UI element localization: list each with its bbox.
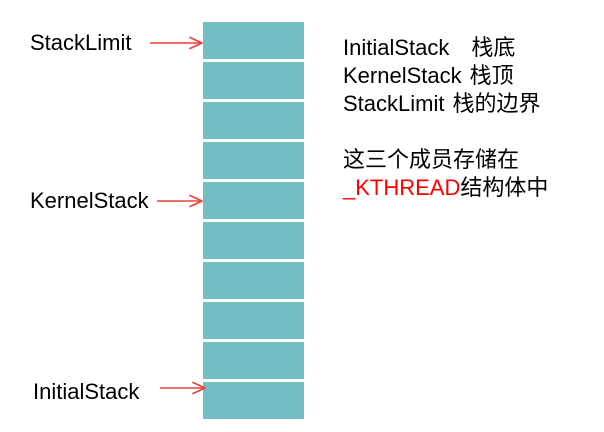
stack-block bbox=[203, 142, 304, 179]
kthread-note: 这三个成员存储在 _KTHREAD结构体中 bbox=[343, 146, 548, 202]
kthread-highlight: _KTHREAD bbox=[343, 175, 461, 200]
legend-entry-meaning: 栈的边界 bbox=[452, 91, 541, 116]
legend-entry: KernelStack 栈顶 bbox=[343, 62, 541, 90]
label-kernelstack: KernelStack bbox=[30, 188, 149, 213]
legend-entry: StackLimit 栈的边界 bbox=[343, 90, 541, 118]
stack-block bbox=[203, 222, 304, 259]
note-line-1: 这三个成员存储在 bbox=[343, 147, 520, 172]
stack-column bbox=[203, 22, 304, 419]
legend-entry-meaning: 栈底 bbox=[471, 35, 516, 60]
legend-entry-name: InitialStack bbox=[343, 35, 450, 60]
legend-entry-name: KernelStack bbox=[343, 63, 462, 88]
stack-block bbox=[203, 262, 304, 299]
stack-block bbox=[203, 22, 304, 59]
stack-block bbox=[203, 382, 304, 419]
stack-block bbox=[203, 62, 304, 99]
legend-entry-name: StackLimit bbox=[343, 91, 445, 116]
stack-block bbox=[203, 342, 304, 379]
arrow-right-icon bbox=[160, 381, 206, 395]
arrow-right-icon bbox=[150, 36, 203, 50]
legend: InitialStack 栈底 KernelStack 栈顶 StackLimit 栈… bbox=[343, 34, 541, 118]
label-stacklimit: StackLimit bbox=[30, 30, 132, 55]
stack-block bbox=[203, 302, 304, 339]
legend-entry: InitialStack 栈底 bbox=[343, 34, 541, 62]
arrow-right-icon bbox=[157, 194, 203, 208]
stack-block bbox=[203, 102, 304, 139]
legend-entry-meaning: 栈顶 bbox=[469, 63, 514, 88]
note-line-2: _KTHREAD结构体中 bbox=[343, 174, 548, 202]
note-line-2-rest: 结构体中 bbox=[460, 175, 549, 200]
label-initialstack: InitialStack bbox=[33, 379, 140, 404]
stack-block bbox=[203, 182, 304, 219]
